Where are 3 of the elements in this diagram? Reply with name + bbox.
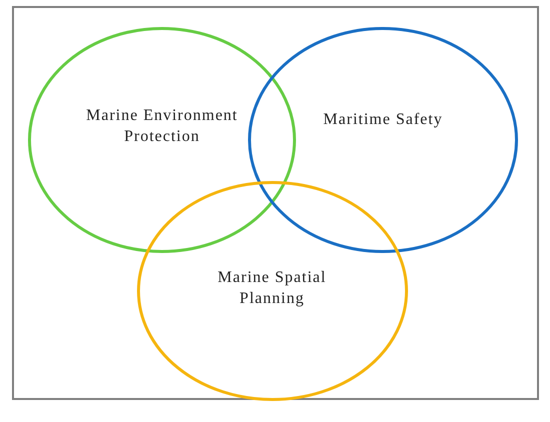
circle-label: Marine Environment Protection	[85, 106, 239, 147]
circle-label: Maritime Safety	[322, 110, 444, 130]
circle-label: Marine Spatial Planning	[216, 268, 328, 309]
